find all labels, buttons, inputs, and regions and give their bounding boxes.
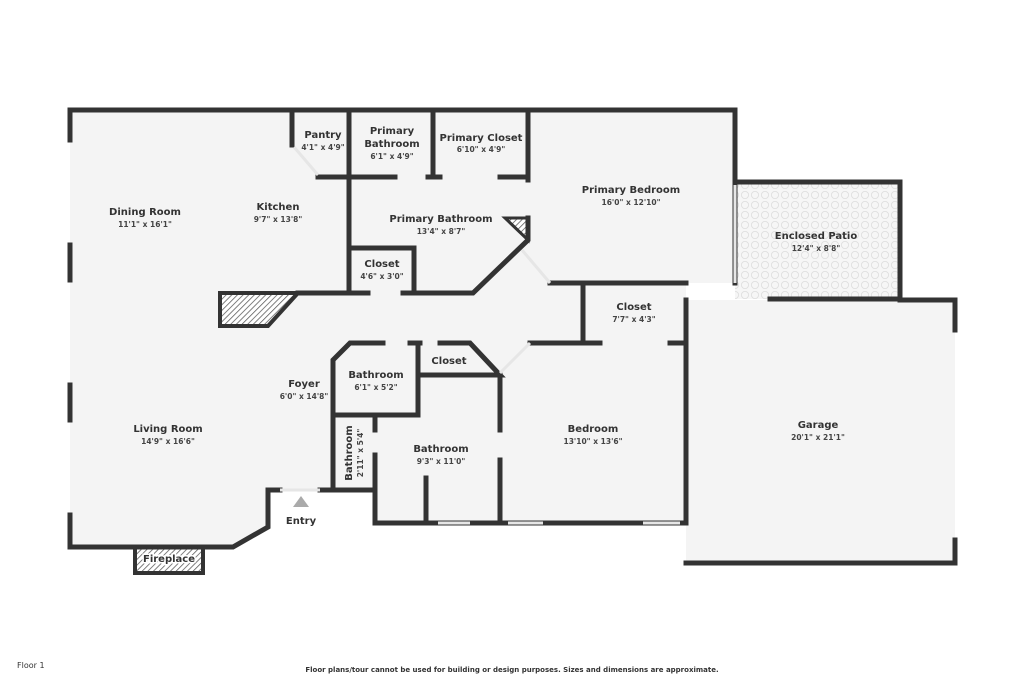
room-name: Bathroom [364, 139, 419, 150]
room-dim: 20'1" x 21'1" [791, 433, 845, 442]
room-dim: 13'4" x 8'7" [417, 227, 466, 236]
disclaimer: Floor plans/tour cannot be used for buil… [305, 666, 719, 674]
room-name: Dining Room [109, 207, 181, 218]
fireplace-hearth [133, 545, 205, 575]
room-name: Closet [431, 356, 466, 367]
room-dim: 12'4" x 8'8" [792, 244, 841, 253]
garage-floor [686, 300, 955, 563]
room-name: Bathroom [413, 444, 468, 455]
room-name: Primary Bedroom [582, 185, 680, 196]
room-name: Primary Bathroom [389, 214, 492, 225]
room-dim: 6'1" x 4'9" [370, 152, 413, 161]
main-floor [70, 110, 735, 547]
room-dim: 6'0" x 14'8" [280, 392, 329, 401]
room-name: Primary Closet [440, 133, 523, 144]
room-name: Kitchen [257, 202, 300, 213]
room-name: Fireplace [143, 554, 195, 565]
room-name: Closet [616, 302, 651, 313]
room-dim: 6'10" x 4'9" [457, 145, 506, 154]
room-name: Pantry [304, 130, 342, 141]
floor-label: Floor 1 [17, 661, 45, 670]
room-name: Bathroom [344, 425, 355, 480]
room-dim: 11'1" x 16'1" [118, 220, 172, 229]
room-dim: 2'11" x 5'4" [356, 429, 365, 478]
room-dim: 13'10" x 13'6" [564, 437, 623, 446]
room-name: Living Room [133, 424, 202, 435]
room-name: Bathroom [348, 370, 403, 381]
entry-arrow-icon [293, 496, 309, 507]
patio-floor [735, 182, 900, 299]
room-dim: 4'1" x 4'9" [301, 143, 344, 152]
room-dim: 4'6" x 3'0" [360, 272, 403, 281]
room-name: Closet [364, 259, 399, 270]
room-dim: 9'3" x 11'0" [417, 457, 466, 466]
room-dim: 7'7" x 4'3" [612, 315, 655, 324]
room-dim: 6'1" x 5'2" [354, 383, 397, 392]
room-name: Enclosed Patio [775, 231, 858, 242]
entry-label: Entry [286, 516, 317, 527]
kitchen-counter [218, 291, 303, 328]
room-name: Garage [798, 420, 839, 431]
room-dim: 14'9" x 16'6" [141, 437, 195, 446]
room-name: Primary [370, 126, 415, 137]
room-dim: 9'7" x 13'8" [254, 215, 303, 224]
room-dim: 16'0" x 12'10" [602, 198, 661, 207]
room-name: Foyer [288, 379, 320, 390]
room-name: Bedroom [568, 424, 619, 435]
doors-windows [280, 146, 737, 525]
